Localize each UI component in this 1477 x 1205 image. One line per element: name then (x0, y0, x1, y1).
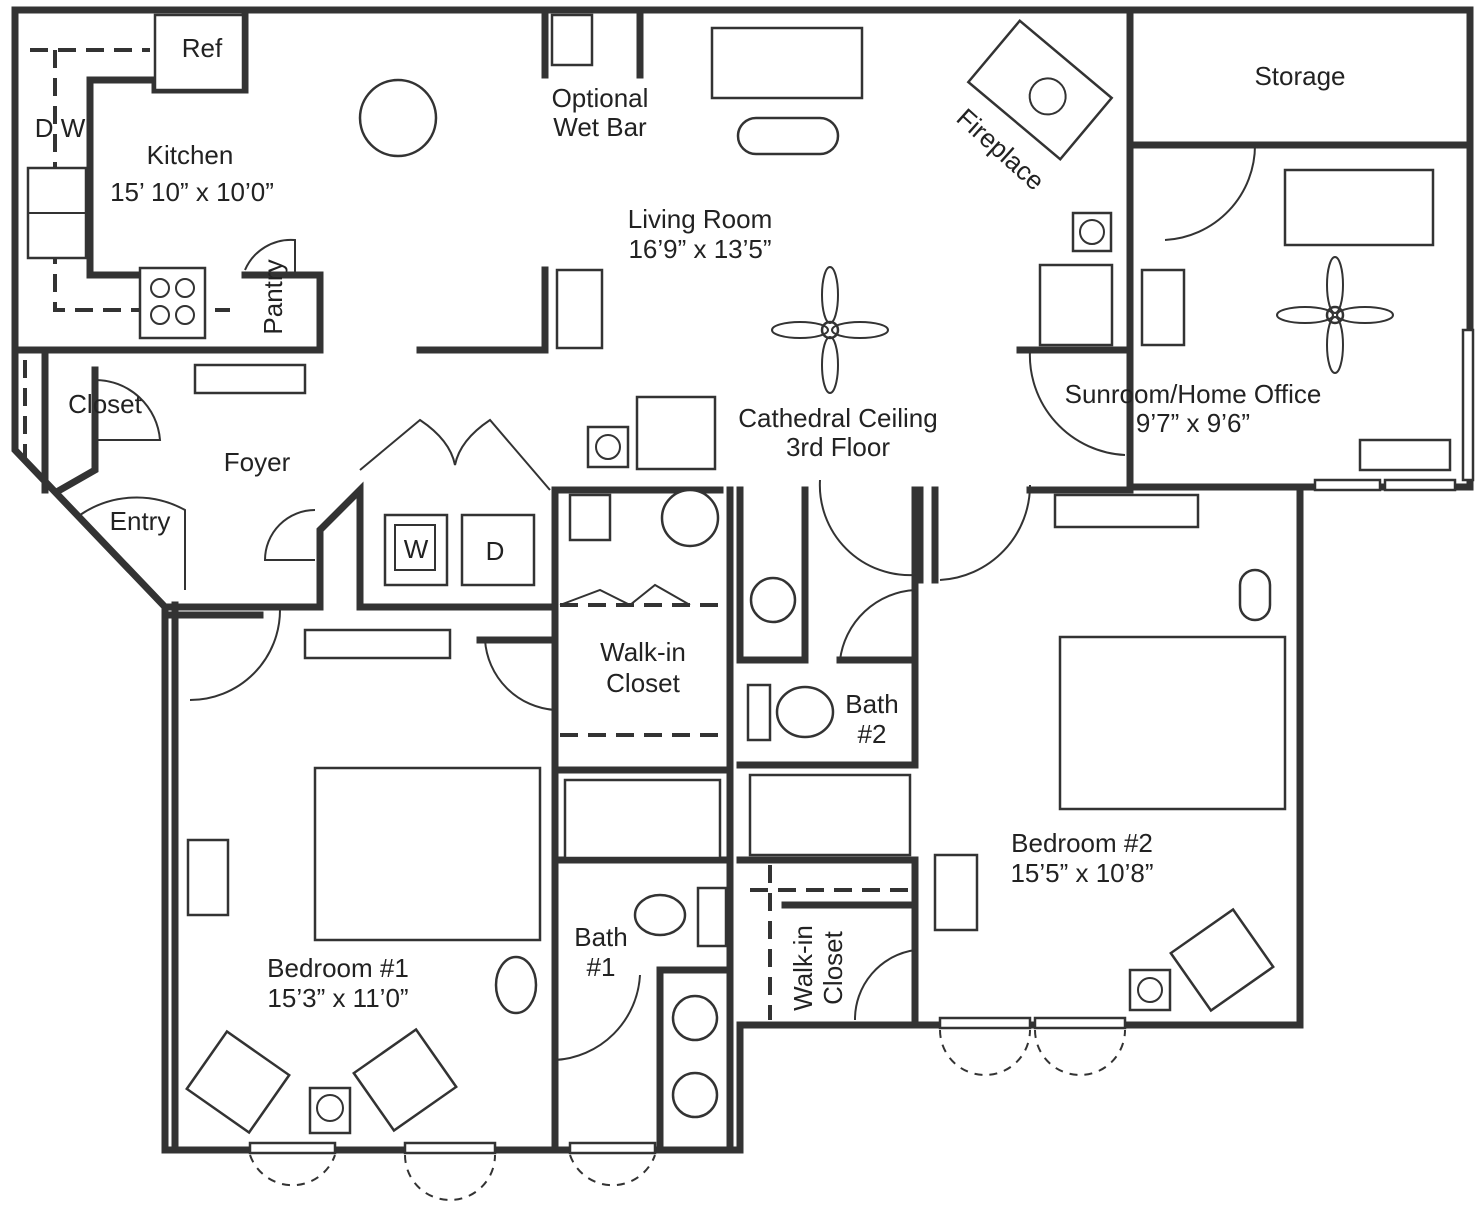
dishwasher-label: D W (35, 113, 86, 143)
wet-bar-label-1: Optional (552, 83, 649, 113)
ceiling-fan-icon (1276, 256, 1394, 374)
washer-label: W (404, 534, 429, 564)
bedroom-1-size: 15’3” x 11’0” (267, 983, 408, 1013)
entry-label: Entry (110, 506, 171, 536)
bedroom-1-label: Bedroom #1 (267, 953, 409, 983)
ref-label: Ref (182, 33, 223, 63)
storage-label: Storage (1254, 61, 1345, 91)
foyer-label: Foyer (224, 447, 291, 477)
walk-in-closet-2-label-1: Walk-in (788, 925, 818, 1011)
sunroom-size: 9’7” x 9’6” (1136, 408, 1250, 438)
sunroom-label: Sunroom/Home Office (1065, 379, 1322, 409)
bath-1-label-2: #1 (587, 952, 616, 982)
pantry-label: Pantry (258, 259, 288, 334)
walk-in-closet-1-label-1: Walk-in (600, 637, 686, 667)
bath-2-label-1: Bath (845, 689, 899, 719)
third-floor-label: 3rd Floor (786, 432, 890, 462)
ceiling-fan-icon (771, 266, 889, 394)
furniture (26, 13, 1452, 1135)
kitchen-label: Kitchen (147, 140, 234, 170)
bedroom-2-size: 15’5” x 10’8” (1010, 858, 1153, 888)
living-room-size: 16’9” x 13’5” (628, 234, 771, 264)
bath-2-label-2: #2 (858, 719, 887, 749)
bath-1-label-1: Bath (574, 922, 628, 952)
interior-walls (11, 6, 1474, 1154)
walk-in-closet-2-label-2: Closet (818, 930, 848, 1004)
living-room-label: Living Room (628, 204, 773, 234)
walk-in-closet-1-label-2: Closet (606, 668, 680, 698)
doors (79, 144, 1257, 1061)
windows (248, 328, 1475, 1201)
closet-label: Closet (68, 389, 142, 419)
cathedral-ceiling-label: Cathedral Ceiling (738, 403, 937, 433)
kitchen-size: 15’ 10” x 10’0” (110, 177, 274, 207)
wet-bar-label-2: Wet Bar (553, 112, 647, 142)
dryer-label: D (486, 536, 505, 566)
bedroom-2-label: Bedroom #2 (1011, 828, 1153, 858)
exterior-walls (11, 6, 1474, 1154)
